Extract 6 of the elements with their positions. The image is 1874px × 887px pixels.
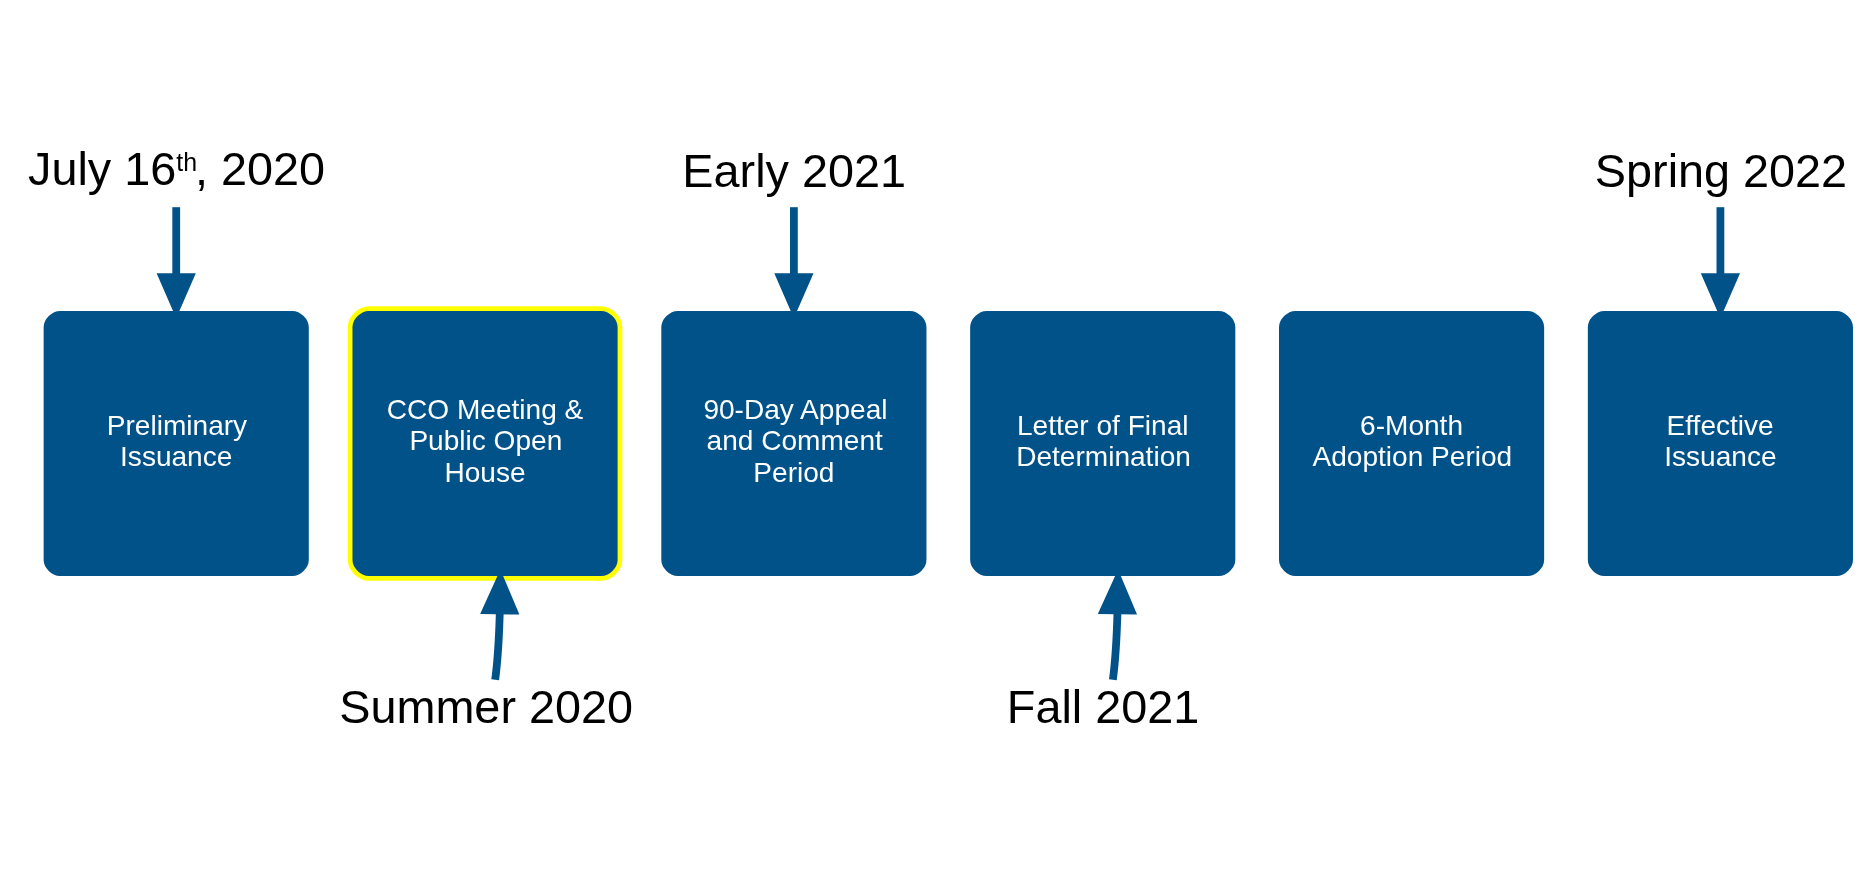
node-text: July 16$^{th}$, 2020 (28, 143, 325, 196)
node-text: Summer 2020 (339, 681, 634, 734)
node-box: CCO Meeting & Public Open House (347, 306, 623, 581)
node-text: Fall 2021 (1006, 681, 1200, 734)
node-text: Spring 2022 (1594, 144, 1848, 197)
node-text: Early 2021 (682, 144, 907, 197)
